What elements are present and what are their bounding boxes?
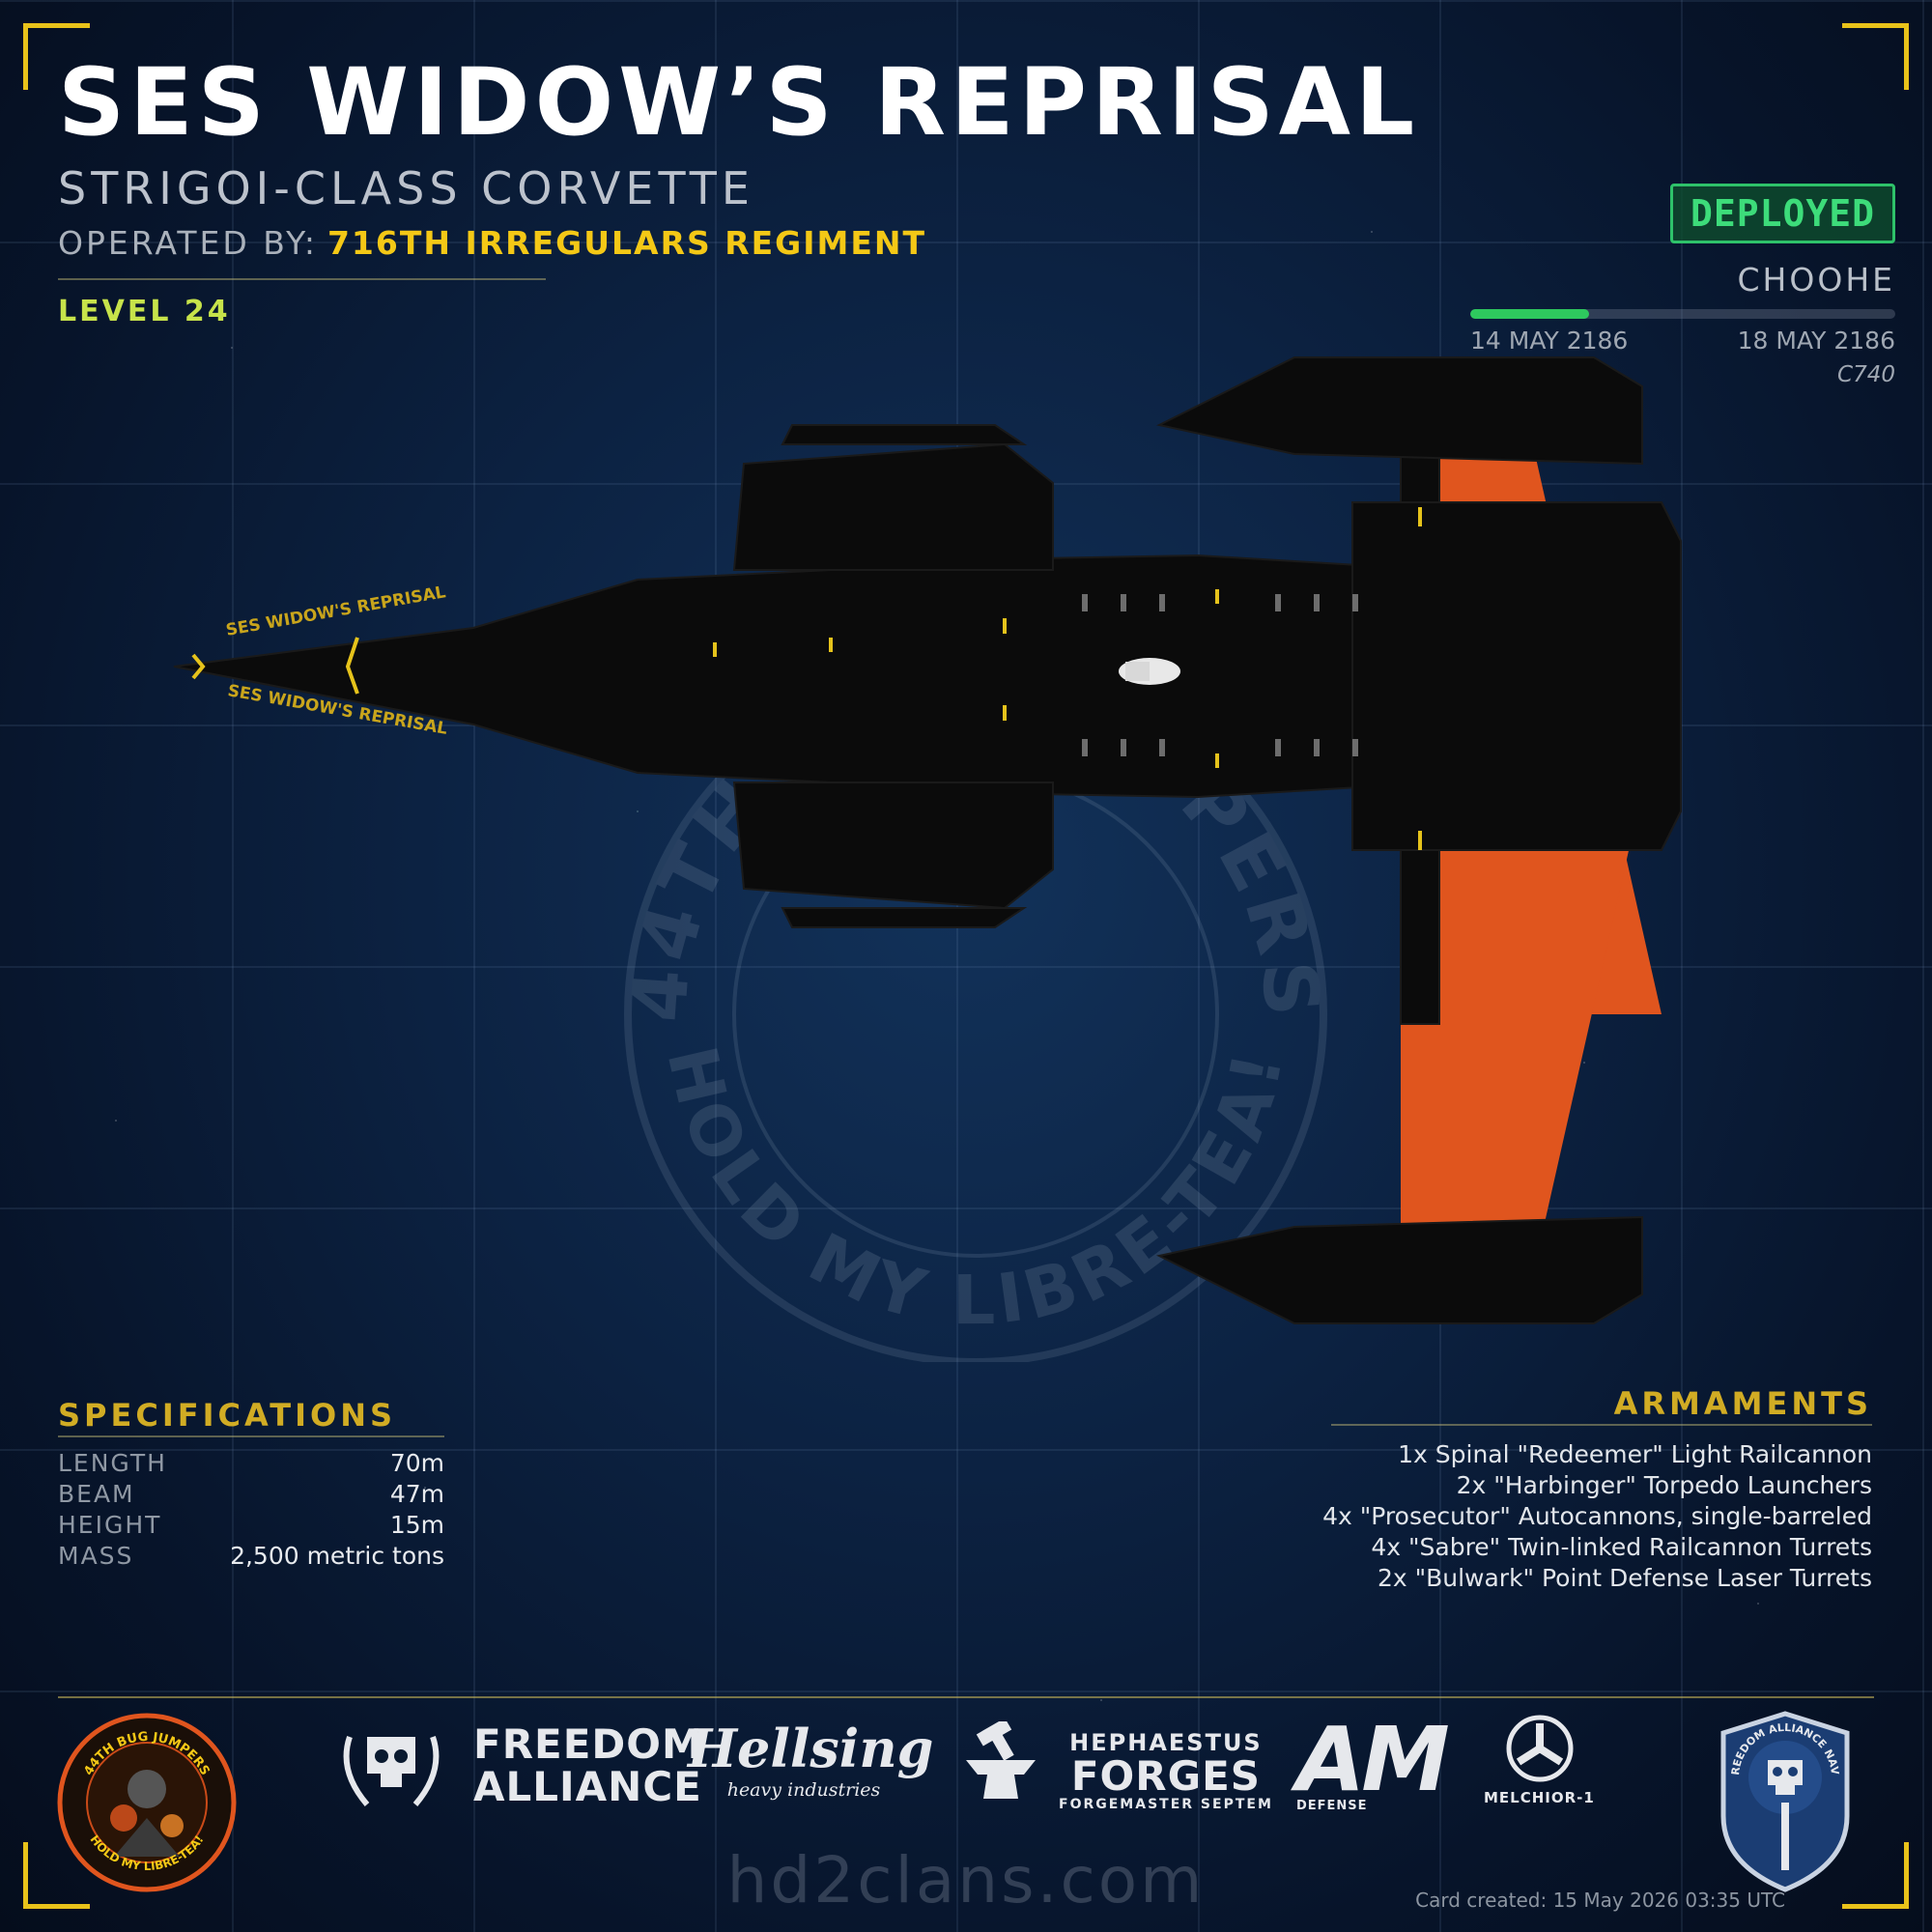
deployment-progress-bar	[1470, 309, 1895, 319]
deployment-code: C740	[1837, 362, 1895, 387]
armaments-divider	[1331, 1424, 1872, 1426]
freedom-alliance-line1: FREEDOM	[473, 1720, 703, 1768]
clan-patch-logo: 44TH BUG JUMPERS HOLD MY LIBRE-TEA!	[57, 1713, 237, 1892]
spec-row: MASS 2,500 metric tons	[58, 1542, 444, 1573]
deployment-start-date: 14 MAY 2186	[1470, 327, 1629, 355]
footer-site-watermark: hd2clans.com	[726, 1843, 1206, 1918]
navy-shield-logo: FREEDOM ALLIANCE NAVY	[1718, 1710, 1850, 1892]
ship-illustration: SES WIDOW'S REPRISAL SES WIDOW'S REPRISA…	[173, 356, 1682, 1324]
hephaestus-line3: FORGEMASTER SEPTEM	[1059, 1797, 1273, 1812]
spec-value: 15m	[389, 1511, 444, 1539]
am-subtitle: DEFENSE	[1296, 1799, 1368, 1813]
operated-by: OPERATED BY:716TH IRREGULARS REGIMENT	[58, 224, 926, 262]
corner-bracket-bottom-left	[23, 1842, 90, 1909]
armament-item: 2x "Bulwark" Point Defense Laser Turrets	[1377, 1564, 1872, 1592]
ship-level: LEVEL 24	[58, 295, 231, 328]
operated-label: OPERATED BY:	[58, 224, 318, 262]
deployment-end-date: 18 MAY 2186	[1737, 327, 1895, 355]
corner-bracket-top-left	[23, 23, 90, 90]
spec-value: 2,500 metric tons	[230, 1542, 444, 1570]
operator-name: 716TH IRREGULARS REGIMENT	[327, 224, 927, 262]
armament-item: 1x Spinal "Redeemer" Light Railcannon	[1398, 1440, 1872, 1468]
specifications-divider	[58, 1435, 444, 1437]
hephaestus-line1: HEPHAESTUS	[1069, 1729, 1263, 1756]
spec-label: MASS	[58, 1542, 134, 1570]
armaments-list: 1x Spinal "Redeemer" Light Railcannon 2x…	[1322, 1439, 1872, 1594]
melchior-logo-text: MELCHIOR-1	[1484, 1789, 1595, 1806]
hellsing-subtitle: heavy industries	[726, 1779, 881, 1801]
spec-value: 70m	[389, 1449, 444, 1477]
corner-bracket-top-right	[1842, 23, 1909, 90]
armament-item: 2x "Harbinger" Torpedo Launchers	[1456, 1471, 1872, 1499]
hephaestus-line2: FORGES	[1070, 1752, 1262, 1800]
am-wordmark: AM	[1296, 1708, 1450, 1811]
skull-wreath-icon	[343, 1736, 440, 1806]
specifications-table: LENGTH 70m BEAM 47m HEIGHT 15m MASS 2,500 me…	[58, 1449, 444, 1573]
spec-row: BEAM 47m	[58, 1480, 444, 1511]
hellsing-wordmark: Hellsing	[688, 1718, 934, 1779]
spec-label: LENGTH	[58, 1449, 167, 1477]
status-badge: DEPLOYED	[1669, 184, 1895, 243]
spec-label: BEAM	[58, 1480, 135, 1508]
spec-value: 47m	[389, 1480, 444, 1508]
deployment-location: CHOOHE	[1737, 261, 1895, 298]
specifications-heading: SPECIFICATIONS	[58, 1397, 397, 1434]
card-created-timestamp: Card created: 15 May 2026 03:35 UTC	[1415, 1889, 1785, 1912]
freedom-alliance-logo: FREEDOM ALLIANCE	[473, 1723, 703, 1808]
ship-class: STRIGOI-CLASS CORVETTE	[58, 162, 754, 214]
spec-label: HEIGHT	[58, 1511, 162, 1539]
armament-item: 4x "Prosecutor" Autocannons, single-barr…	[1322, 1502, 1872, 1530]
armaments-heading: ARMAMENTS	[1613, 1385, 1872, 1422]
hephaestus-forges-logo: HEPHAESTUS FORGES FORGEMASTER SEPTEM	[1059, 1729, 1273, 1812]
hull-name-upper: SES WIDOW'S REPRISAL	[224, 582, 447, 640]
anvil-hammer-icon	[966, 1721, 1036, 1799]
deployment-progress-fill	[1470, 309, 1590, 319]
am-defense-logo: AM DEFENSE	[1296, 1708, 1450, 1814]
logo-divider	[58, 1696, 1874, 1698]
hellsing-logo: Hellsing heavy industries	[688, 1718, 934, 1801]
armament-item: 4x "Sabre" Twin-linked Railcannon Turret…	[1371, 1533, 1872, 1561]
header-divider	[58, 278, 546, 280]
melchior-emblem-icon	[1506, 1715, 1574, 1782]
bottom-wing-panel	[1401, 705, 1662, 1304]
spec-row: HEIGHT 15m	[58, 1511, 444, 1542]
corner-bracket-bottom-right	[1842, 1842, 1909, 1909]
freedom-alliance-line2: ALLIANCE	[473, 1763, 702, 1810]
spec-row: LENGTH 70m	[58, 1449, 444, 1480]
ship-name: SES WIDOW’S REPRISAL	[58, 48, 1420, 156]
